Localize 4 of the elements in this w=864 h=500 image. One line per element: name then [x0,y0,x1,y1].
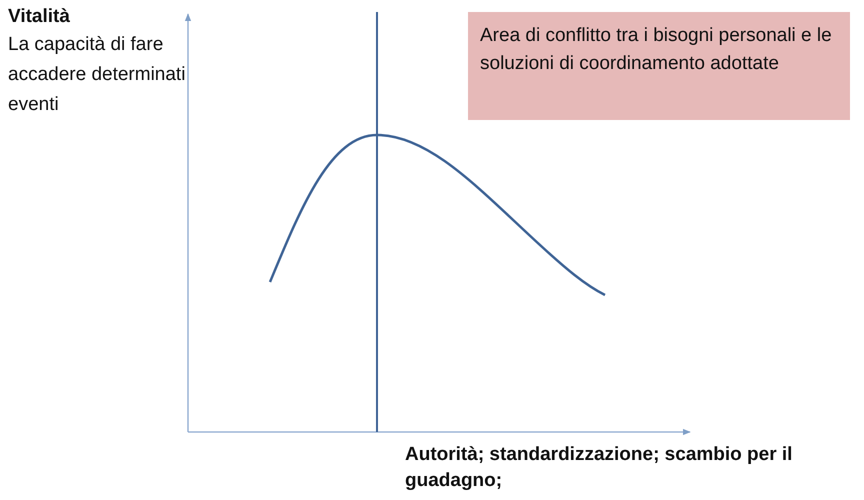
axis-description: La capacità di fare accadere determinati eventi [8,33,186,117]
axis-title: Autorità; standardizzazione; scambio per il guadagno; [405,443,794,493]
axis-title: Vitalità [8,5,71,29]
note-box: Area di conflitto tra i bisogni personali e le soluzioni di coordinamento adottate [468,12,850,120]
